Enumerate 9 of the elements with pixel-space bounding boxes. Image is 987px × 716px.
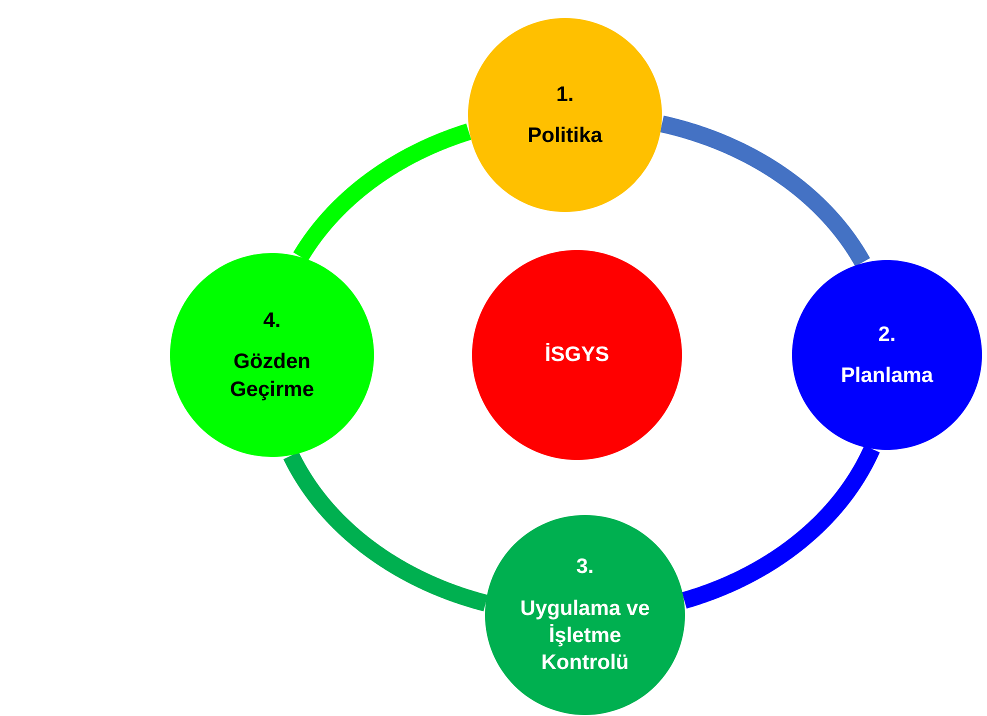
node-label: Gözden Geçirme [228, 349, 316, 403]
step-number: 1. [556, 82, 574, 108]
step-number: 4. [263, 308, 281, 334]
node-label: Planlama [840, 363, 934, 389]
step-number: 2. [878, 322, 896, 348]
node-label: Uygulama ve İşletme Kontrolü [519, 596, 651, 676]
step-number: 3. [576, 554, 594, 580]
node-label: İSGYS [544, 342, 610, 368]
node-label: Politika [528, 123, 602, 149]
